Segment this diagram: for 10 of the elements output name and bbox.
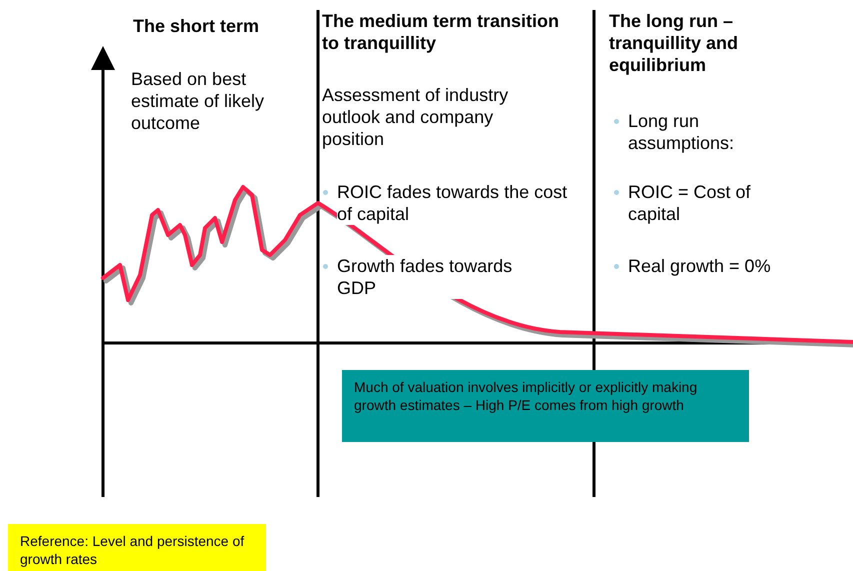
bullet-point-text: ROIC = Cost of capital bbox=[628, 181, 752, 225]
bullet-point-text: Long run assumptions: bbox=[628, 110, 736, 154]
bullet-point-text: Real growth = 0% bbox=[628, 255, 771, 277]
column-heading: The long run – tranquillity and equilibrium bbox=[609, 10, 740, 76]
column-heading: The short term bbox=[133, 15, 260, 37]
description-text: Assessment of industry outlook and company position bbox=[322, 84, 510, 150]
description-text: Based on best estimate of likely outcome bbox=[131, 68, 266, 134]
reference-note: Reference: Level and persistence of growth rates bbox=[8, 524, 266, 571]
note-box: Much of valuation involves implicitly or explicitly making growth estimates – High P/E comes from high growth bbox=[342, 370, 749, 442]
column-heading: The medium term transition to tranquillity bbox=[322, 10, 560, 54]
